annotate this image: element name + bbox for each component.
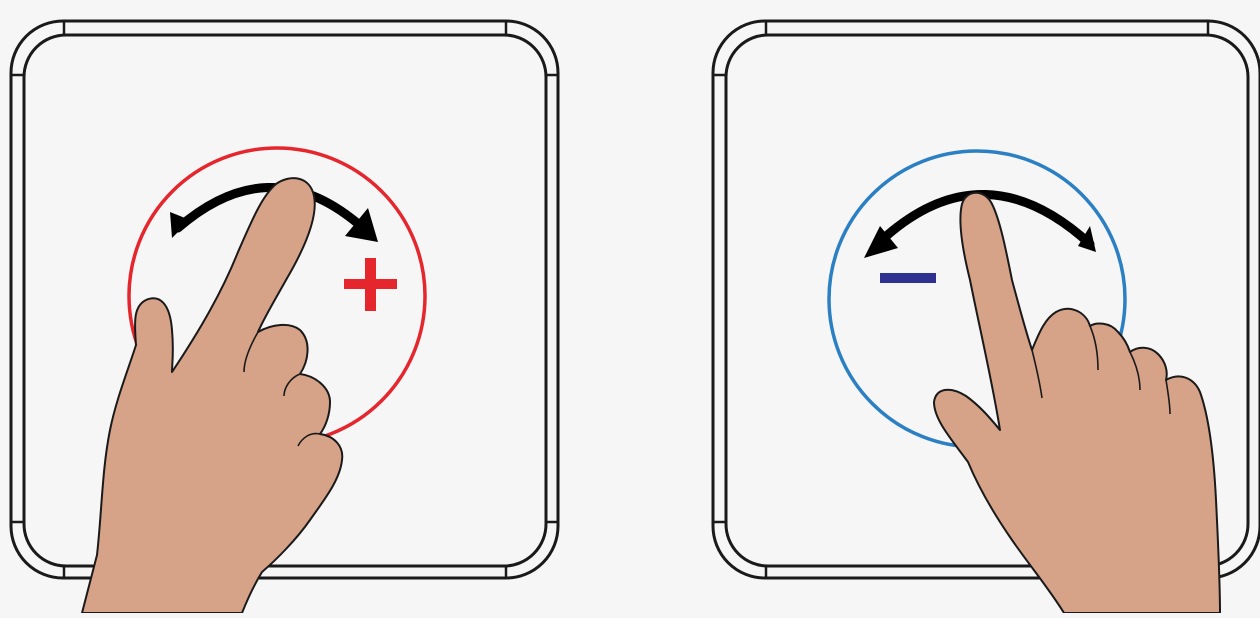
hand-crease-lines <box>1031 325 1171 415</box>
touch-panel-frame-icon <box>9 19 560 580</box>
panel-counterclockwise <box>711 19 1260 614</box>
hand-crease-lines <box>243 331 321 447</box>
pointing-hand-icon <box>933 191 1221 614</box>
plus-sign-icon <box>344 258 397 311</box>
curved-arrow-clockwise-icon <box>170 182 378 242</box>
panel-clockwise <box>9 19 560 614</box>
curved-arrow-counterclockwise-icon <box>864 190 1096 258</box>
minus-sign-icon <box>880 273 936 283</box>
pointing-hand-icon <box>81 177 344 614</box>
